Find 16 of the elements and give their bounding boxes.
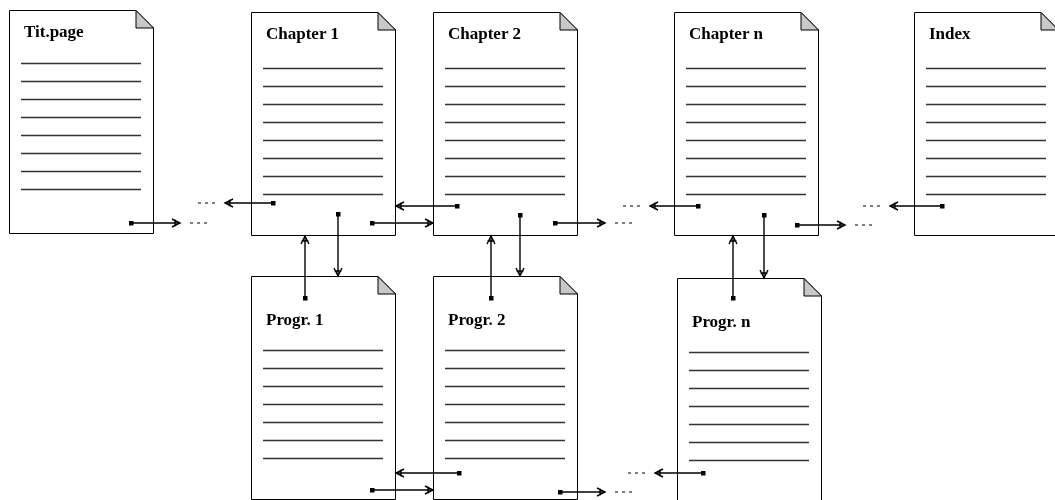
document-page	[251, 12, 396, 236]
document-page	[674, 12, 819, 236]
page-title: Progr. n	[692, 312, 751, 332]
document-page	[914, 12, 1055, 236]
document-page	[433, 12, 578, 236]
page-title: Progr. 1	[266, 310, 324, 330]
page-title: Progr. 2	[448, 310, 506, 330]
page-title: Index	[929, 24, 971, 44]
page-title: Chapter 1	[266, 24, 339, 44]
document-page	[433, 276, 578, 500]
page-title: Chapter n	[689, 24, 763, 44]
page-title: Chapter 2	[448, 24, 521, 44]
document-page	[677, 278, 822, 500]
document-page	[9, 10, 154, 234]
document-page	[251, 276, 396, 500]
page-title: Tit.page	[24, 22, 84, 42]
